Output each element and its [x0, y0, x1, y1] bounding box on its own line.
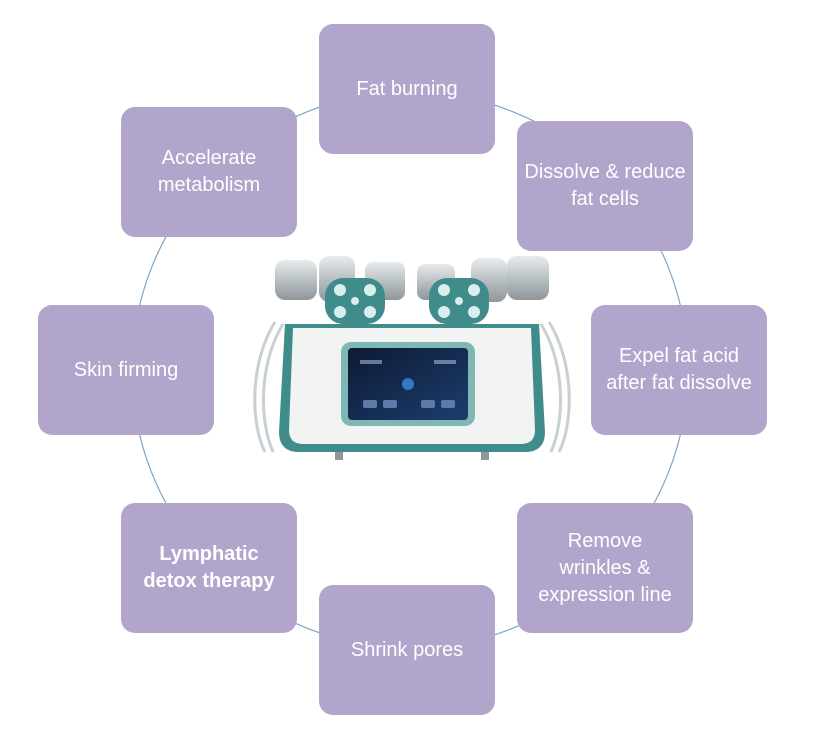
benefit-box-fat-burning: Fat burning: [319, 24, 495, 154]
benefit-box-shrink-pores: Shrink pores: [319, 585, 495, 715]
benefit-box-dissolve-fat-cells: Dissolve & reduce fat cells: [517, 121, 693, 251]
benefit-box-expel-fat-acid: Expel fat acid after fat dissolve: [591, 305, 767, 435]
benefit-label: Accelerate metabolism: [157, 147, 261, 196]
benefit-label: Skin firming: [73, 358, 179, 381]
benefit-label: Remove wrinkles & expression line: [538, 529, 672, 606]
device-image: [253, 256, 571, 460]
benefit-box-accelerate-metabolism: Accelerate metabolism: [121, 107, 297, 237]
benefit-box-lymphatic-detox: Lymphatic detox therapy: [121, 503, 297, 633]
benefit-label: Dissolve & reduce fat cells: [524, 161, 686, 210]
benefit-label: Expel fat acid after fat dissolve: [606, 345, 752, 394]
benefit-label: Fat burning: [356, 77, 458, 100]
benefit-label: Shrink pores: [350, 638, 464, 661]
benefit-label: Lymphatic detox therapy: [143, 543, 275, 592]
benefit-box-remove-wrinkles: Remove wrinkles & expression line: [517, 503, 693, 633]
benefit-box-skin-firming: Skin firming: [38, 305, 214, 435]
